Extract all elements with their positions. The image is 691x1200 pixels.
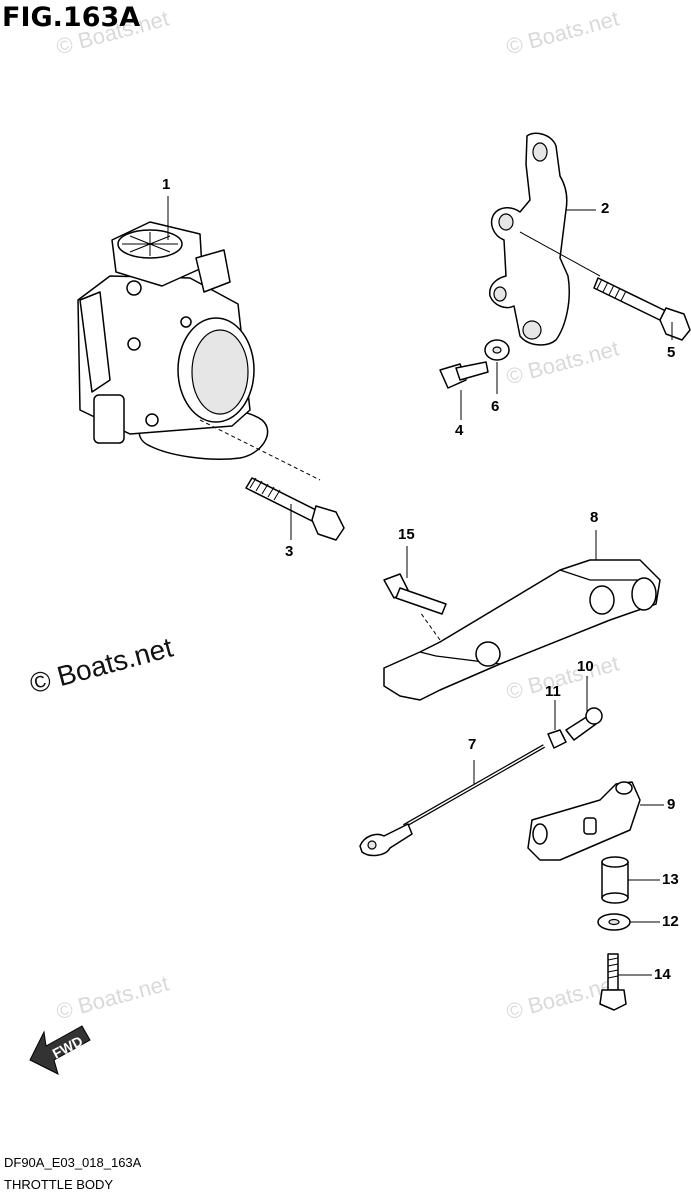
callout-14: 14	[654, 966, 671, 983]
collar-part-13	[601, 856, 629, 904]
callout-2: 2	[601, 200, 610, 217]
rod-part-7	[359, 744, 545, 857]
callout-13: 13	[662, 871, 679, 888]
callout-1: 1	[162, 176, 171, 193]
callout-9: 9	[667, 796, 676, 813]
callout-10: 10	[577, 658, 594, 675]
bolt-part-14	[599, 953, 627, 1011]
washer-part-6	[484, 339, 510, 361]
callout-5: 5	[667, 344, 676, 361]
joint-part-10	[565, 707, 603, 741]
fwd-arrow-icon: FWD	[29, 1025, 91, 1075]
callout-11: 11	[545, 683, 561, 700]
callout-12: 12	[662, 913, 679, 930]
callout-6: 6	[491, 398, 500, 415]
lever-part-8	[383, 559, 661, 701]
leader-lines	[167, 196, 673, 976]
bolt-part-3	[245, 477, 345, 541]
throttle-body-part	[77, 221, 269, 460]
callout-4: 4	[455, 422, 464, 439]
bolt-part-5	[593, 277, 691, 341]
callout-15: 15	[398, 526, 415, 543]
washer-part-12	[597, 913, 631, 931]
bolt-part-15	[383, 573, 447, 615]
diagram-code: DF90A_E03_018_163A	[4, 1155, 142, 1170]
callout-7: 7	[468, 736, 477, 753]
diagram-caption: THROTTLE BODY	[4, 1177, 114, 1192]
bracket-part	[489, 132, 571, 346]
callout-8: 8	[590, 509, 599, 526]
nut-part-11	[547, 729, 567, 749]
bolt-part-4	[439, 361, 489, 389]
callout-3: 3	[285, 543, 294, 560]
figure-title: FIG.163A	[2, 2, 141, 33]
lever-part-9	[527, 781, 641, 861]
